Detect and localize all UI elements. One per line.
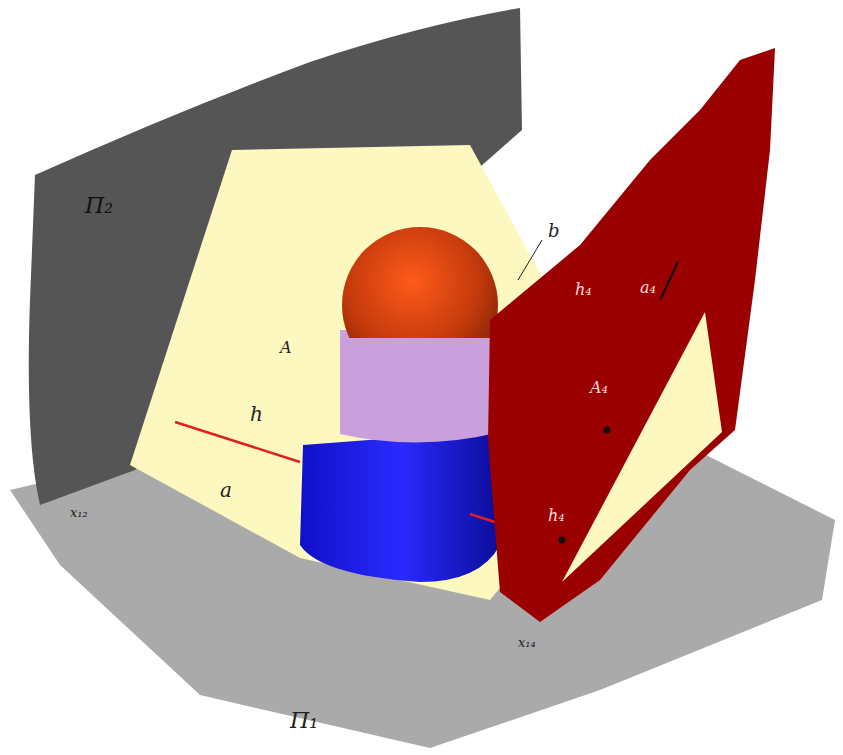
label: Π₁ [290, 710, 318, 732]
plane-pi4 [488, 48, 775, 622]
projection-line [660, 262, 678, 300]
label: h [250, 404, 263, 424]
plane-cutout [562, 312, 722, 582]
label: x₁₄ [518, 636, 536, 649]
label: b [548, 222, 560, 240]
label: h₄ [575, 282, 592, 298]
point [559, 537, 566, 544]
line-h [175, 422, 300, 462]
cylinder-band [340, 330, 500, 443]
label: x₁₂ [70, 506, 88, 519]
line-h [470, 514, 495, 522]
line-b [518, 240, 542, 280]
sphere [342, 227, 498, 338]
label: Π₂ [85, 195, 113, 217]
label: a₄ [640, 280, 656, 296]
point [604, 427, 611, 434]
label: a [220, 480, 232, 500]
label: A₄ [590, 380, 608, 396]
label: A [280, 340, 292, 356]
label: h₄ [548, 508, 565, 524]
cylinder [300, 430, 500, 582]
